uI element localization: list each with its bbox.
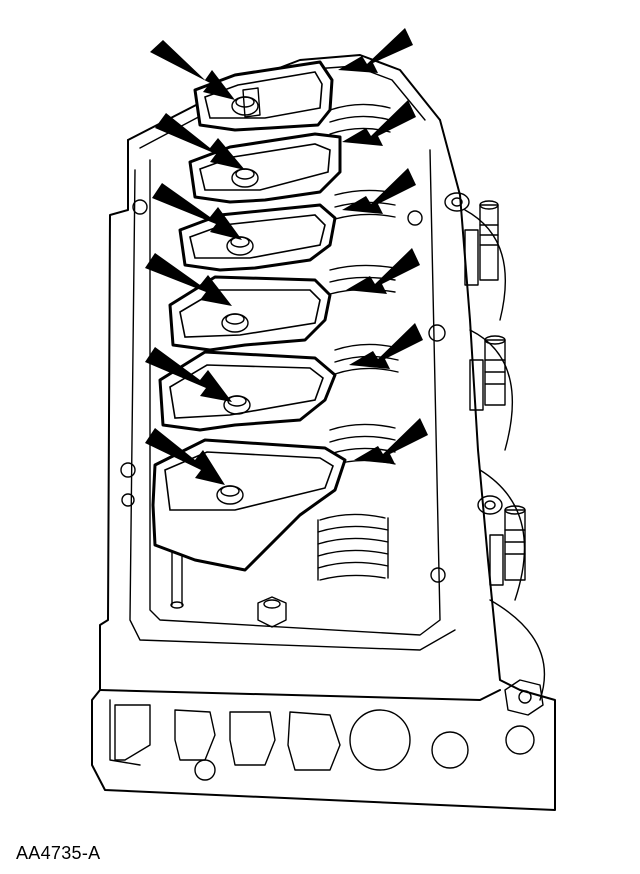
arrow-icon <box>342 100 416 146</box>
rocker-arm <box>193 60 334 132</box>
rocker-arm <box>188 132 342 204</box>
arrow-icon <box>155 113 245 170</box>
cylinder-head-body <box>91 54 556 811</box>
arrow-icon <box>152 183 242 240</box>
arrow-icon <box>150 40 235 100</box>
arrow-icon <box>145 347 232 402</box>
bolt-arrows <box>145 40 245 485</box>
arm-arrows <box>338 28 428 464</box>
arrow-icon <box>145 428 225 485</box>
arrow-icon <box>342 168 416 214</box>
arrow-icon <box>338 28 413 73</box>
arrow-icon <box>346 248 420 294</box>
figure-id-label: AA4735-A <box>16 843 101 863</box>
exhaust-studs <box>444 192 526 586</box>
rocker-arm <box>168 275 332 352</box>
arrow-icon <box>354 418 428 464</box>
rocker-arm <box>158 350 337 432</box>
arrow-icon <box>145 253 232 306</box>
arrow-icon <box>349 323 423 369</box>
